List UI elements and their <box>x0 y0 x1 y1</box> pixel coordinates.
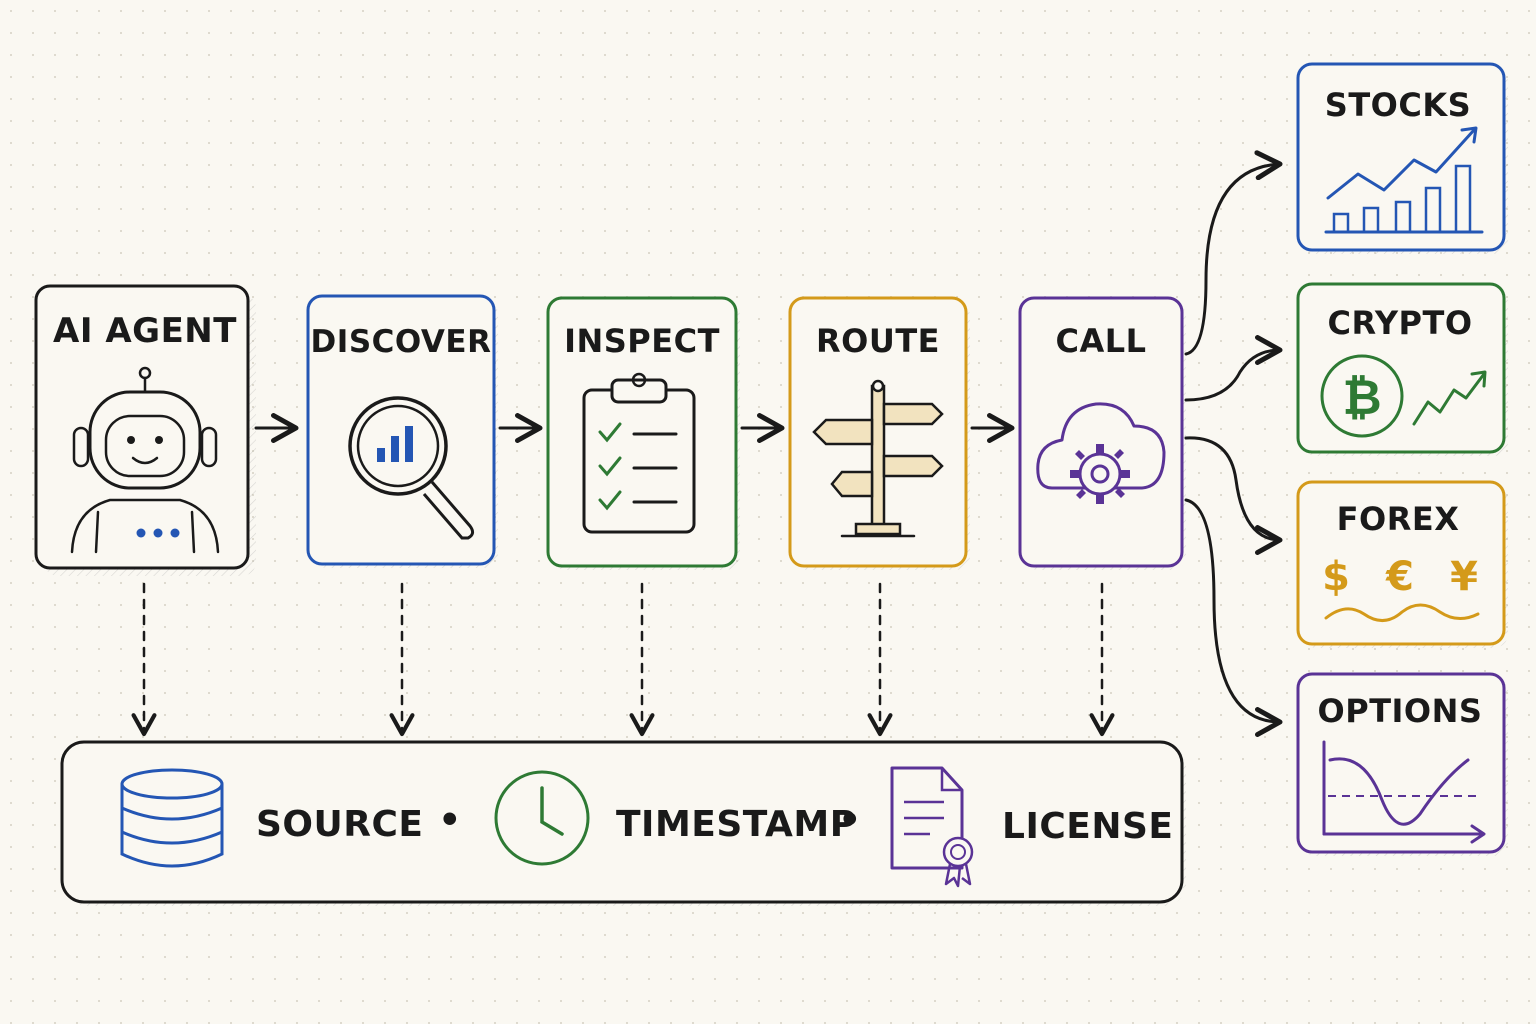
robot-icon <box>70 366 220 554</box>
timestamp-label: TIMESTAMP <box>616 804 857 845</box>
stock-chart-icon <box>1324 126 1484 234</box>
agent-label: AI AGENT <box>53 311 237 351</box>
options-box: OPTIONS <box>1296 672 1508 856</box>
svg-text:₿: ₿ <box>1342 370 1381 426</box>
cloud-gear-icon <box>1036 402 1166 504</box>
arrow-to-forex <box>1184 436 1283 555</box>
route-label: ROUTE <box>816 322 940 360</box>
discover-box: DISCOVER <box>306 294 498 568</box>
bitcoin-icon: ₿ <box>1320 354 1404 438</box>
call-label: CALL <box>1055 322 1146 360</box>
options-curve-icon <box>1322 740 1486 844</box>
stocks-box: STOCKS <box>1296 62 1508 254</box>
source-label: SOURCE <box>256 804 424 845</box>
arrow-to-stocks <box>1184 150 1283 356</box>
magnifier-chart-icon <box>348 396 475 540</box>
route-box: ROUTE <box>788 296 970 570</box>
forex-label: FOREX <box>1337 500 1460 538</box>
call-box: CALL <box>1018 296 1186 570</box>
agent-box: AI AGENT <box>34 284 256 576</box>
license-certificate-icon <box>890 766 974 888</box>
forex-box: FOREX $ € ¥ <box>1296 480 1508 648</box>
signpost-icon <box>812 379 944 538</box>
options-label: OPTIONS <box>1318 692 1483 730</box>
currency-icon: $ € ¥ <box>1322 554 1480 622</box>
metadata-bar: SOURCE • TIMESTAMP • LICENSE <box>60 740 1186 906</box>
inspect-label: INSPECT <box>564 322 720 360</box>
crypto-label: CRYPTO <box>1327 304 1472 342</box>
branch-arrows <box>1184 150 1283 737</box>
yen-symbol: ¥ <box>1450 554 1478 600</box>
crypto-trend-icon <box>1412 370 1487 426</box>
clipboard-checklist-icon <box>582 372 696 534</box>
separator-dot-1: • <box>438 800 462 841</box>
arrow-to-crypto <box>1184 335 1283 402</box>
stocks-label: STOCKS <box>1325 86 1471 124</box>
euro-symbol: € <box>1385 554 1414 600</box>
dashed-arrows <box>131 582 1115 737</box>
arrow-to-options <box>1184 498 1283 737</box>
inspect-box: INSPECT <box>546 296 740 570</box>
dollar-symbol: $ <box>1322 554 1350 600</box>
database-icon <box>120 768 224 868</box>
license-label: LICENSE <box>1002 806 1174 847</box>
separator-dot-2: • <box>838 800 862 841</box>
crypto-box: CRYPTO ₿ <box>1296 282 1508 456</box>
discover-label: DISCOVER <box>311 324 492 360</box>
clock-icon <box>494 770 590 866</box>
